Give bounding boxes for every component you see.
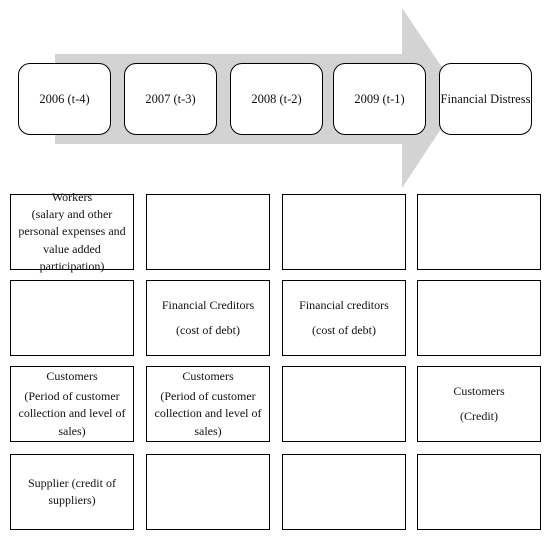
cell-title: Financial Creditors (161, 298, 255, 313)
cell-supplier-2006: Supplier (credit of suppliers) (10, 454, 134, 530)
cell-customers-2006: Customers (Period of customer collection… (10, 366, 134, 442)
cell-title: Supplier (credit of suppliers) (28, 475, 116, 507)
cell-empty (282, 454, 406, 530)
cell-detail: (salary and other personal expenses and … (18, 206, 126, 274)
cell-empty (146, 194, 270, 270)
cell-detail: (Credit) (460, 408, 498, 423)
cell-financial-creditors-2007: Financial Creditors (cost of debt) (146, 280, 270, 356)
stage-2006: 2006 (t-4) (18, 63, 111, 135)
cell-empty (282, 194, 406, 270)
cell-title: Customers (453, 384, 505, 399)
cell-title: Customers (182, 369, 234, 383)
stage-2007: 2007 (t-3) (124, 63, 217, 135)
stage-2009: 2009 (t-1) (333, 63, 426, 135)
cell-empty (146, 454, 270, 530)
cell-empty (417, 194, 541, 270)
cell-empty (10, 280, 134, 356)
cell-title: Financial creditors (299, 298, 389, 313)
stage-financial-distress: Financial Distress (439, 63, 532, 135)
cell-title: Workers (51, 189, 93, 204)
cell-detail: (Period of customer collection and level… (154, 388, 262, 438)
cell-customers-2007: Customers (Period of customer collection… (146, 366, 270, 442)
cell-empty (282, 366, 406, 442)
cell-empty (417, 454, 541, 530)
cell-detail: (cost of debt) (176, 322, 240, 337)
cell-title: Customers (46, 369, 98, 383)
cell-customers-distress: Customers (Credit) (417, 366, 541, 442)
cell-workers-2006: Workers (salary and other personal expen… (10, 190, 134, 273)
cell-detail: (Period of customer collection and level… (18, 388, 126, 438)
cell-financial-creditors-2008: Financial creditors (cost of debt) (282, 280, 406, 356)
cell-detail: (cost of debt) (312, 322, 376, 337)
stage-2008: 2008 (t-2) (230, 63, 323, 135)
cell-empty (417, 280, 541, 356)
